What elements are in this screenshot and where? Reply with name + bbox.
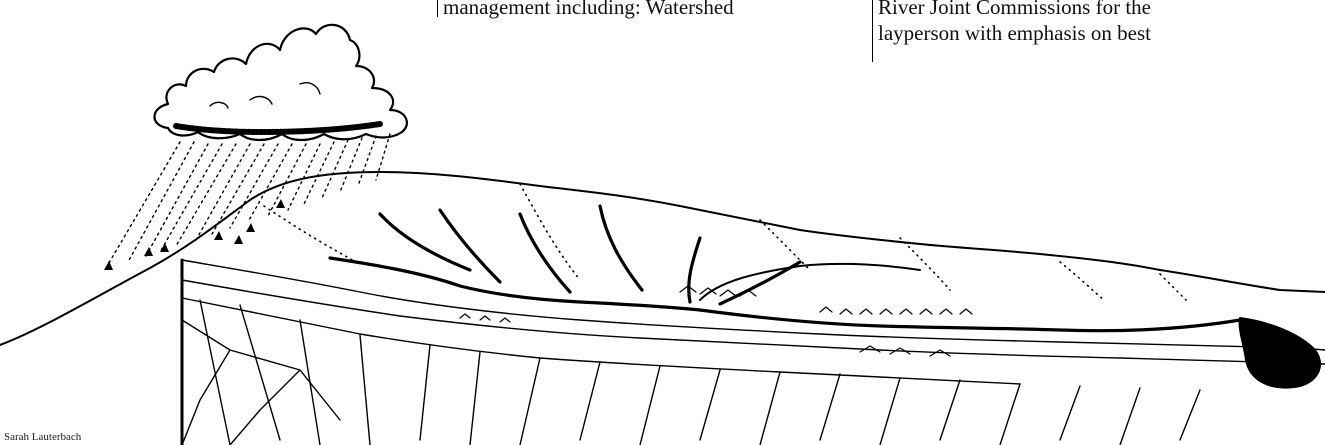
illustration-credit: Sarah Lauterbach [4,431,81,443]
rain-cloud [155,25,407,140]
lake [1240,318,1320,388]
rain-drops [104,199,285,270]
dotted-tributaries [264,184,1186,300]
settlements [460,286,972,356]
hill-outline [0,172,1325,345]
